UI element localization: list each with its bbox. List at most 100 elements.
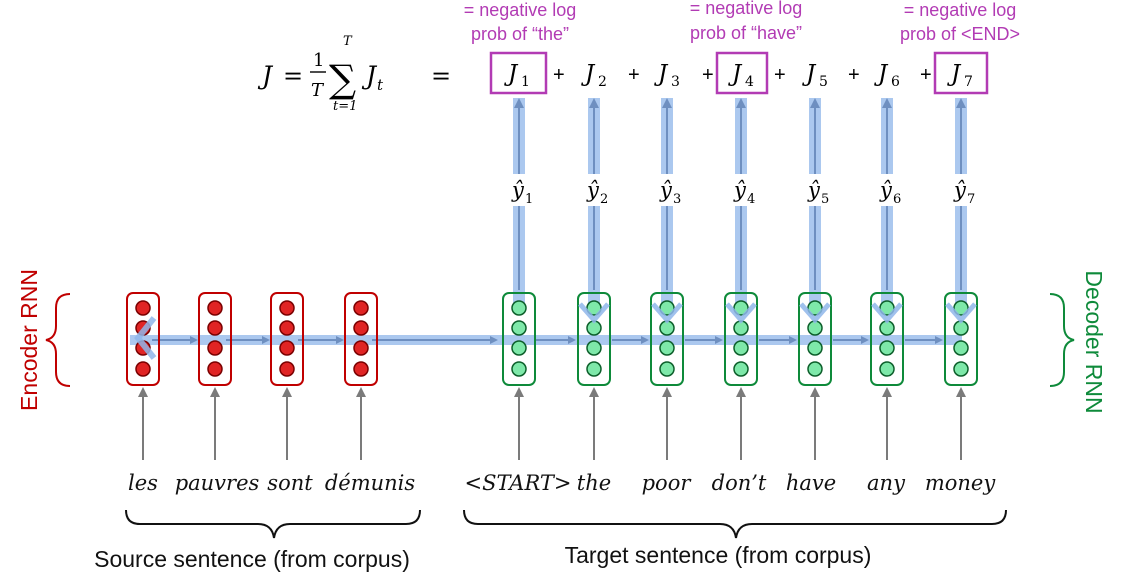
loss-term-2: J xyxy=(581,61,596,87)
loss-term-5-sub: 5 xyxy=(819,74,828,90)
decoder-cell-7 xyxy=(944,292,978,386)
plus-3: + xyxy=(702,64,714,86)
loss-term-7: J xyxy=(947,61,962,87)
encoder-cells xyxy=(126,292,378,386)
encoder-neuron xyxy=(279,300,295,316)
decoder-cell-6 xyxy=(870,292,904,386)
encoder-neuron xyxy=(207,340,223,356)
hidden-arrowhead-3 xyxy=(336,336,344,344)
encoder-cell-2 xyxy=(198,292,232,386)
loss-term-4-sub: 4 xyxy=(745,74,754,90)
input-arrowhead-10 xyxy=(882,387,892,397)
encoder-neuron xyxy=(207,300,223,316)
yhat-6-sub: 6 xyxy=(893,192,901,207)
yhat-4-sub: 4 xyxy=(747,192,755,207)
plus-4: + xyxy=(774,64,786,86)
output-arrowhead-7 xyxy=(956,98,966,108)
encoder-brace xyxy=(45,293,71,387)
yhat-backdrop-1 xyxy=(506,174,538,206)
formula-sum-symbol: ∑ xyxy=(329,57,356,101)
decoder-cell-2 xyxy=(577,292,611,386)
input-arrowhead-1 xyxy=(138,387,148,397)
decoder-neuron xyxy=(807,300,823,316)
plus-5: + xyxy=(848,64,860,86)
target-caption: Target sentence (from corpus) xyxy=(565,542,872,568)
output-arrowhead-5 xyxy=(810,98,820,108)
output-arrowhead-1 xyxy=(514,98,524,108)
loss-term-4: J xyxy=(728,61,743,87)
formula-lhs: J xyxy=(257,61,274,90)
decoder-neuron xyxy=(953,340,969,356)
encoder-neuron xyxy=(279,320,295,336)
hidden-arrowhead-5 xyxy=(568,336,576,344)
decoder-cell-frame xyxy=(650,292,684,386)
decoder-cell-1 xyxy=(502,292,536,386)
encoder-cell-frame xyxy=(198,292,232,386)
yhat-backdrop-5 xyxy=(802,174,834,206)
output-arrowhead-2 xyxy=(589,98,599,108)
loss-term-6: J xyxy=(874,61,889,87)
input-arrowhead-4 xyxy=(356,387,366,397)
output-labels: ŷ 1 ŷ 2 ŷ 3 ŷ 4 ŷ 5 ŷ 6 ŷ 7 xyxy=(511,178,975,207)
loss-formula: J = 1 T T ∑ t=1 J t = xyxy=(257,34,451,114)
encoder-label: Encoder RNN xyxy=(16,269,42,411)
yhat-5-sub: 5 xyxy=(821,192,829,207)
hidden-arrowhead-7 xyxy=(715,336,723,344)
target-brace xyxy=(463,509,1007,539)
encoder-neuron xyxy=(353,300,369,316)
formula-term-subscript: t xyxy=(377,76,384,94)
decoder-neuron xyxy=(586,340,602,356)
target-word-4: don’t xyxy=(712,471,767,495)
formula-sum-lower: t=1 xyxy=(333,99,357,114)
decoder-cell-frame xyxy=(577,292,611,386)
formula-fraction-numerator: 1 xyxy=(313,50,324,71)
formula-term: J xyxy=(361,61,378,90)
hidden-arrowhead-1 xyxy=(190,336,198,344)
decoder-neuron xyxy=(733,340,749,356)
hidden-arrowhead-10 xyxy=(935,336,943,344)
hidden-arrowhead-2 xyxy=(262,336,270,344)
encoder-neuron xyxy=(279,361,295,377)
source-word-4: démunis xyxy=(325,471,416,495)
formula-equals-2: = xyxy=(431,62,451,90)
merge-chevron-2 xyxy=(578,302,610,324)
source-word-3: sont xyxy=(267,471,313,495)
target-word-2: the xyxy=(577,471,611,495)
target-word-1: <START> xyxy=(464,471,571,495)
decoder-neuron xyxy=(511,340,527,356)
loss-term-1-sub: 1 xyxy=(521,74,530,90)
formula-equals: = xyxy=(283,62,303,90)
source-word-2: pauvres xyxy=(175,471,260,495)
formula-sum-upper: T xyxy=(343,34,353,49)
decoder-neuron xyxy=(586,300,602,316)
source-brace xyxy=(125,509,421,539)
hidden-arrowhead-6 xyxy=(641,336,649,344)
yhat-7: ŷ xyxy=(953,178,967,202)
loss-box-7 xyxy=(933,51,989,95)
yhat-backdrop-2 xyxy=(581,174,613,206)
loss-term-3: J xyxy=(654,61,669,87)
input-arrowhead-11 xyxy=(956,387,966,397)
decoder-neuron xyxy=(586,361,602,377)
decoder-neuron xyxy=(879,300,895,316)
input-arrowhead-9 xyxy=(810,387,820,397)
encoder-neuron xyxy=(353,340,369,356)
plus-1: + xyxy=(553,64,565,86)
loss-annotations: = negative log prob of “the” = negative … xyxy=(464,0,1020,44)
plus-6: + xyxy=(920,64,932,86)
encoder-cell-frame xyxy=(270,292,304,386)
decoder-brace xyxy=(1049,293,1075,387)
encoder-neuron xyxy=(279,340,295,356)
encoder-start-chevron xyxy=(134,316,157,360)
target-words: <START> the poor don’t have any money xyxy=(464,471,996,495)
yhat-6: ŷ xyxy=(879,178,893,202)
target-word-3: poor xyxy=(642,471,693,495)
input-arrowhead-3 xyxy=(282,387,292,397)
merge-chevron-4 xyxy=(725,302,757,324)
yhat-4: ŷ xyxy=(733,178,747,202)
encoder-neuron xyxy=(135,361,151,377)
decoder-neuron xyxy=(659,340,675,356)
loss-term-1: J xyxy=(504,61,519,87)
encoder-neuron xyxy=(207,361,223,377)
source-word-1: les xyxy=(128,471,158,495)
